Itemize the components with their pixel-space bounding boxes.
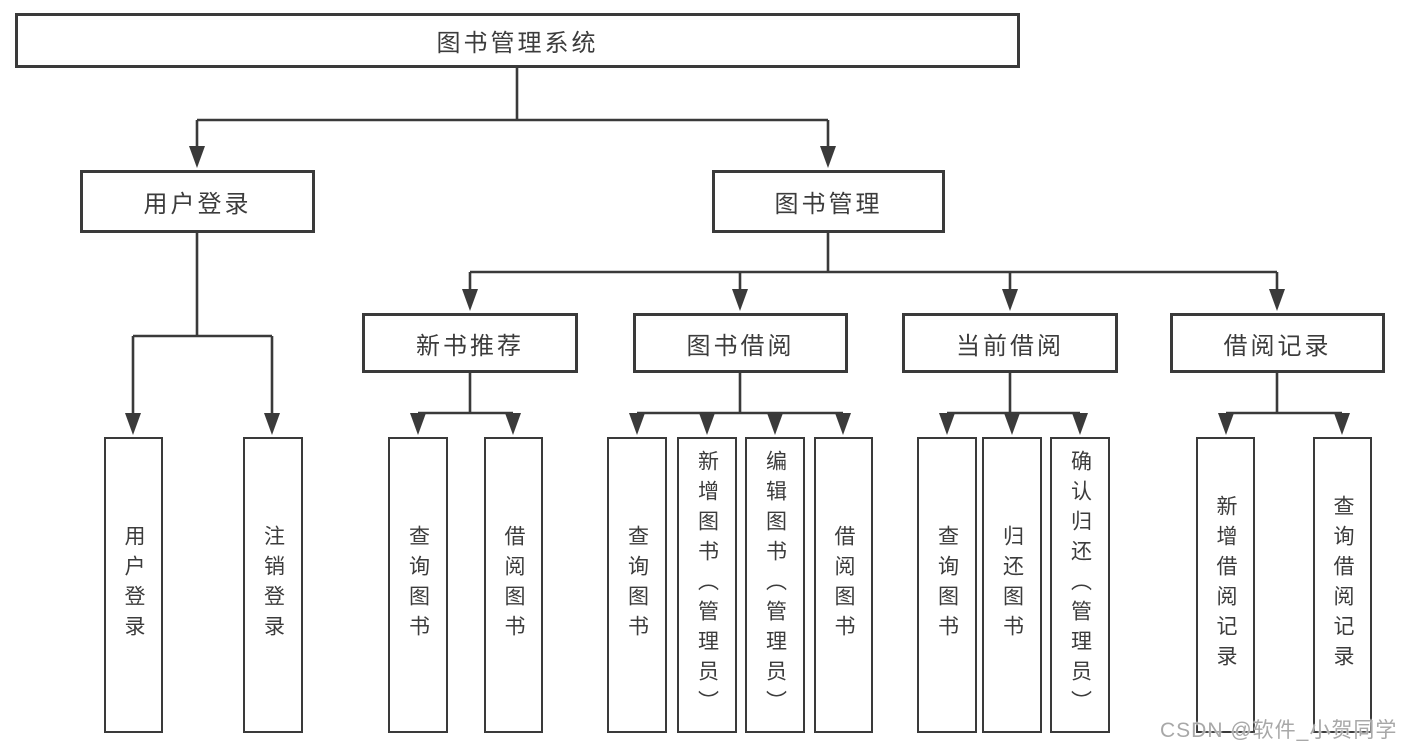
arrow-icon <box>505 413 521 435</box>
node-new-book-recommend-label: 新书推荐 <box>416 332 524 360</box>
leaf-return-books-label: 归还图书 <box>1000 525 1024 645</box>
leaf-query-books-borrow: 查询图书 <box>607 437 667 733</box>
connector-book-management-children <box>468 233 1279 291</box>
arrowheads <box>125 146 1350 435</box>
leaf-add-borrow-record-label: 新增借阅记录 <box>1214 495 1237 675</box>
arrow-icon <box>462 289 478 311</box>
leaf-query-books-recommend-label: 查询图书 <box>406 525 430 645</box>
leaf-borrow-books-recommend-label: 借阅图书 <box>502 525 525 645</box>
leaf-add-borrow-record: 新增借阅记录 <box>1196 437 1255 733</box>
node-book-management-label: 图书管理 <box>774 191 883 218</box>
arrow-icon <box>820 146 836 168</box>
arrow-icon <box>125 413 141 435</box>
arrow-icon <box>835 413 851 435</box>
arrow-icon <box>410 413 426 435</box>
arrow-icon <box>732 289 748 311</box>
node-borrow-records: 借阅记录 <box>1170 313 1385 373</box>
node-current-borrow: 当前借阅 <box>902 313 1118 373</box>
node-current-borrow-label: 当前借阅 <box>956 332 1064 360</box>
arrow-icon <box>699 413 715 435</box>
leaf-confirm-return-admin-label: 确认归还（管理员） <box>1068 450 1092 720</box>
connector-root-to-level2 <box>195 68 830 148</box>
arrow-icon <box>189 146 205 168</box>
arrow-icon <box>1072 413 1088 435</box>
connector-book-borrow-children <box>637 373 843 415</box>
node-new-book-recommend: 新书推荐 <box>362 313 578 373</box>
connector-user-login-children <box>131 233 274 414</box>
arrow-icon <box>264 413 280 435</box>
arrow-icon <box>1218 413 1234 435</box>
leaf-confirm-return-admin: 确认归还（管理员） <box>1050 437 1110 733</box>
leaf-add-books-admin: 新增图书（管理员） <box>677 437 737 733</box>
leaf-borrow-books-recommend: 借阅图书 <box>484 437 543 733</box>
leaf-edit-books-admin-label: 编辑图书（管理员） <box>763 450 787 720</box>
arrow-icon <box>1004 413 1020 435</box>
node-book-borrow: 图书借阅 <box>633 313 848 373</box>
arrow-icon <box>1334 413 1350 435</box>
connector-current-borrow-children <box>947 373 1080 415</box>
node-root: 图书管理系统 <box>15 13 1020 68</box>
leaf-query-borrow-record-label: 查询借阅记录 <box>1331 495 1354 675</box>
leaf-query-books-borrow-label: 查询图书 <box>625 525 649 645</box>
arrow-icon <box>767 413 783 435</box>
arrow-icon <box>939 413 955 435</box>
leaf-borrow-books: 借阅图书 <box>814 437 873 733</box>
leaf-user-login: 用户登录 <box>104 437 163 733</box>
leaf-logout-label: 注销登录 <box>261 525 285 645</box>
leaf-query-books-recommend: 查询图书 <box>388 437 448 733</box>
node-book-management: 图书管理 <box>712 170 945 233</box>
node-user-login-label: 用户登录 <box>143 191 252 218</box>
leaf-borrow-books-label: 借阅图书 <box>832 525 855 645</box>
csdn-watermark: CSDN @软件_小贺同学 <box>1160 719 1398 742</box>
leaf-query-books-current: 查询图书 <box>917 437 977 733</box>
connector-borrow-records-children <box>1226 373 1342 415</box>
leaf-logout: 注销登录 <box>243 437 303 733</box>
leaf-query-borrow-record: 查询借阅记录 <box>1313 437 1372 733</box>
node-book-borrow-label: 图书借阅 <box>686 332 795 360</box>
leaf-edit-books-admin: 编辑图书（管理员） <box>745 437 805 733</box>
node-borrow-records-label: 借阅记录 <box>1223 332 1332 360</box>
arrow-icon <box>1002 289 1018 311</box>
arrow-icon <box>629 413 645 435</box>
leaf-add-books-admin-label: 新增图书（管理员） <box>695 450 719 720</box>
arrow-icon <box>1269 289 1285 311</box>
leaf-return-books: 归还图书 <box>982 437 1042 733</box>
node-user-login: 用户登录 <box>80 170 315 233</box>
node-root-label: 图书管理系统 <box>436 30 599 57</box>
leaf-query-books-current-label: 查询图书 <box>935 525 959 645</box>
connector-new-book-children <box>418 373 513 415</box>
leaf-user-login-label: 用户登录 <box>122 525 145 645</box>
